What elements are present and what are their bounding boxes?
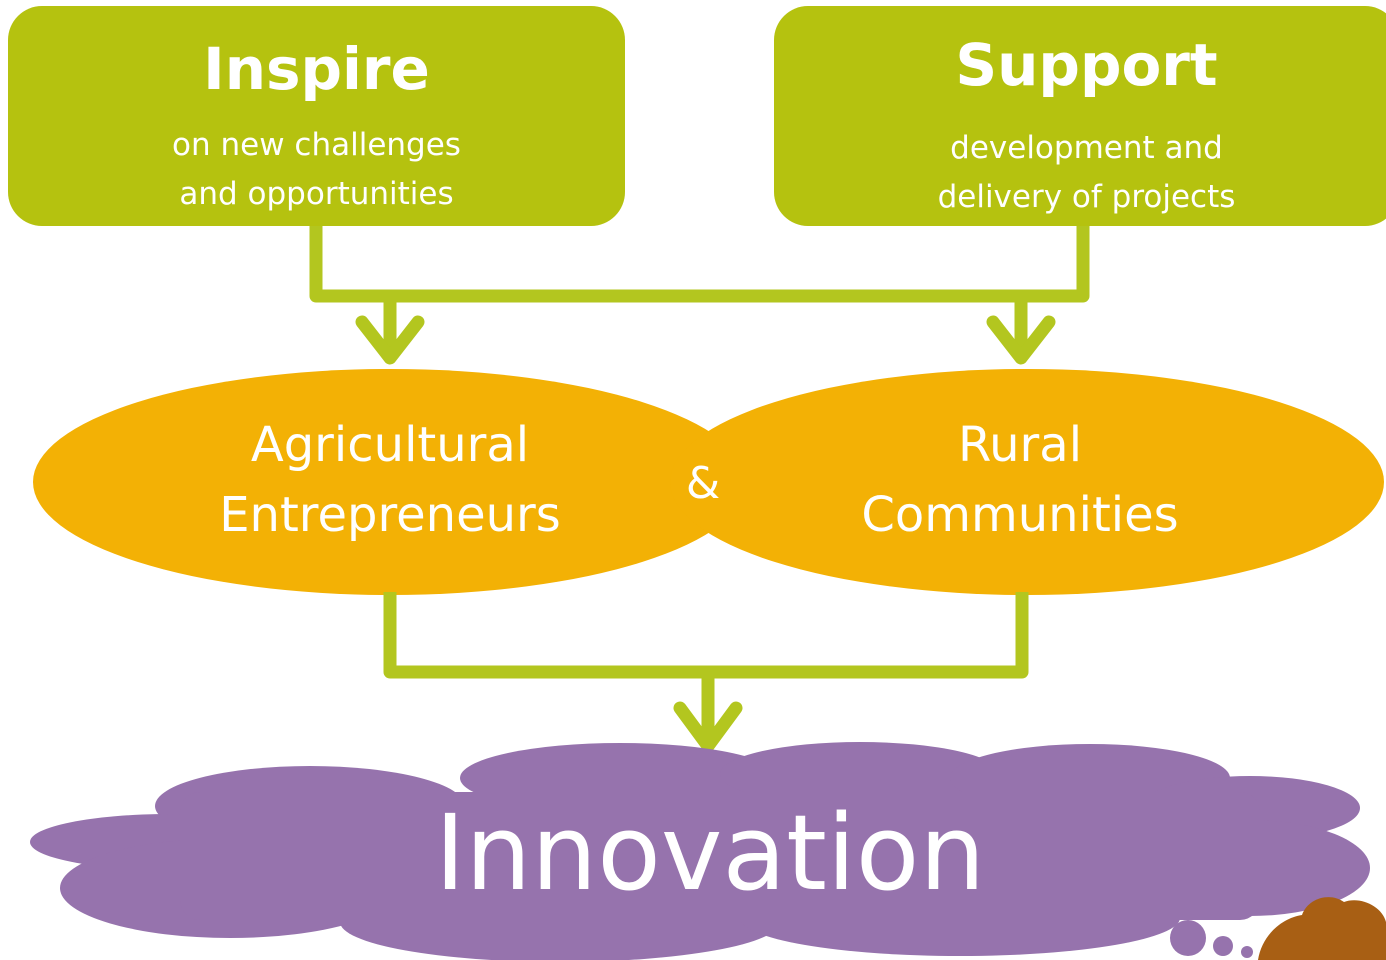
inspire-title: Inspire [203,35,430,103]
support-line-2: delivery of projects [937,179,1236,215]
inspire-line-2: and opportunities [179,176,454,212]
inspire-line-1: on new challenges [172,127,461,163]
bottom-connectors [383,592,1029,735]
support-description: development and delivery of projects [774,124,1386,222]
arrow-down-icon [673,701,743,753]
innovation-label: Innovation [434,792,986,914]
rural-line-1: Rural [957,417,1083,473]
connector-ovals [383,592,1029,679]
arrow-down-icon [355,315,425,365]
connector-inspire [309,224,1090,303]
agricultural-line-2: Entrepreneurs [219,487,561,543]
agricultural-line-1: Agricultural [250,417,530,473]
arrow-down-icon [986,315,1056,365]
ampersand-connector: & [685,458,721,509]
oval-rural [670,369,1384,595]
top-arrowheads [355,315,1056,365]
support-title: Support [955,31,1218,99]
character-hair-icon [1258,897,1386,960]
inspire-box: Inspire on new challenges and opportunit… [8,6,625,226]
inspire-description: on new challenges and opportunities [8,121,625,219]
innovation-cloud [30,742,1370,960]
rural-line-2: Communities [861,487,1179,543]
agricultural-entrepreneurs-label: Agricultural Entrepreneurs [140,410,640,550]
support-line-1: development and [950,130,1223,166]
thought-bubbles-icon [1170,920,1253,958]
support-box: Support development and delivery of proj… [774,6,1386,226]
top-connectors [309,224,1090,350]
rural-communities-label: Rural Communities [770,410,1270,550]
oval-agricultural [33,369,747,595]
